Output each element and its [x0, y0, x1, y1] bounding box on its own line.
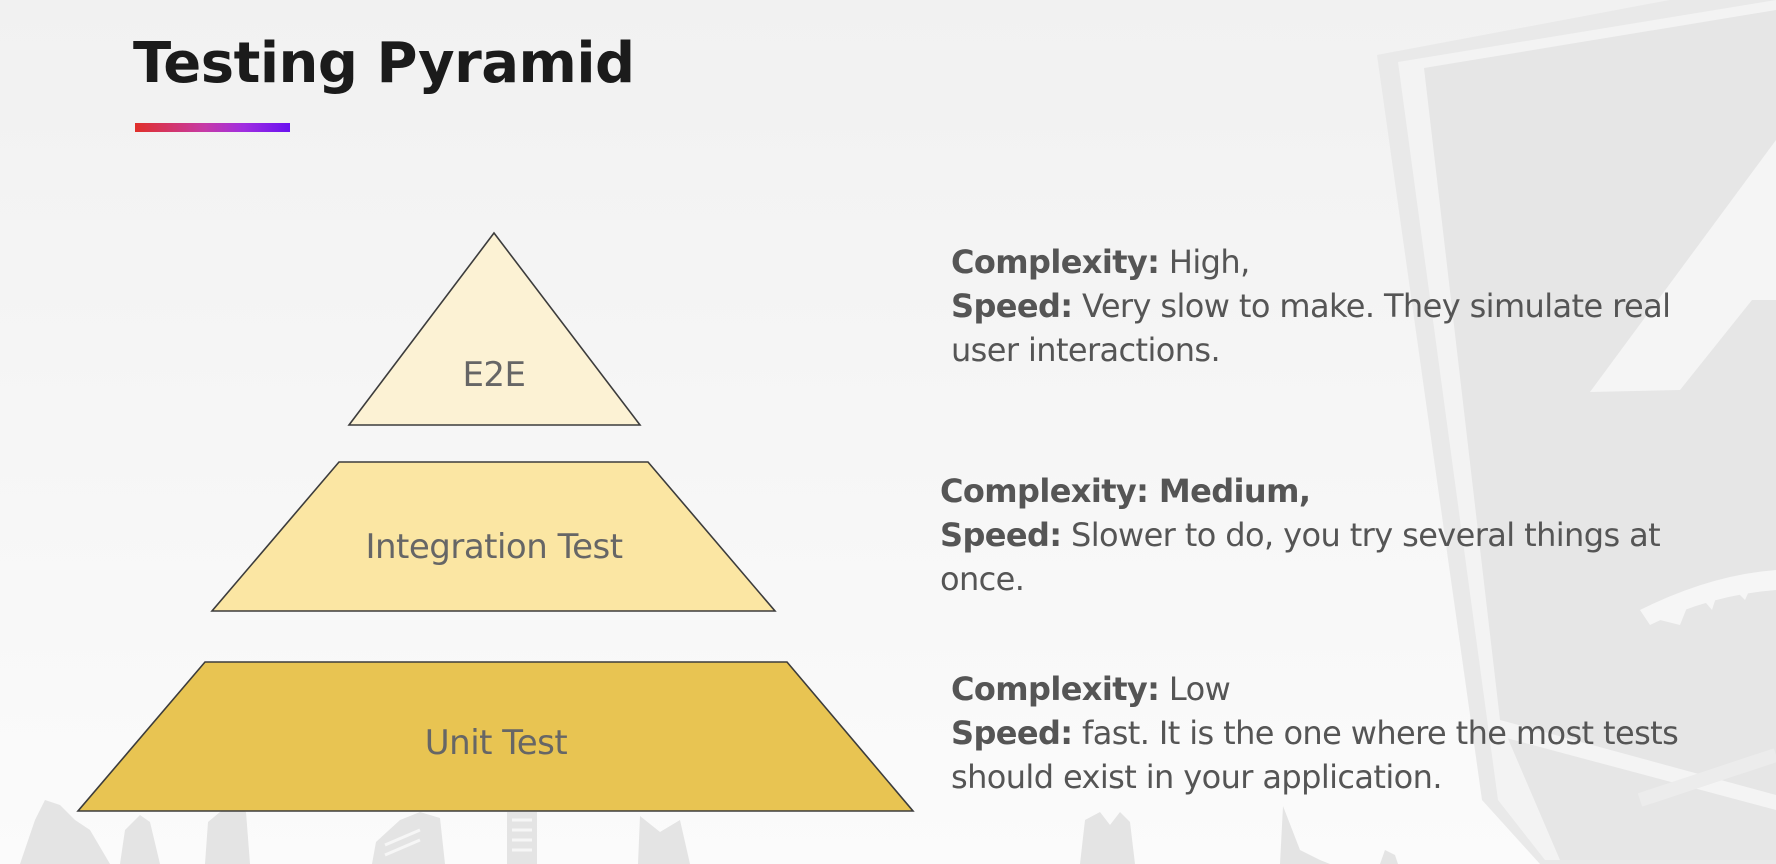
description-integration: Complexity: Medium, Speed: Slower to do,…	[940, 469, 1680, 601]
complexity-value: Medium,	[1148, 472, 1311, 510]
speed-value: fast. It is the one where the most tests	[1072, 714, 1679, 752]
description-e2e: Complexity: High, Speed: Very slow to ma…	[951, 240, 1691, 372]
pyramid-level-integration	[210, 461, 777, 612]
pyramid-label-integration: Integration Test	[365, 527, 623, 567]
complexity-label: Complexity:	[940, 472, 1149, 510]
speed-label: Speed:	[951, 287, 1073, 325]
complexity-line: Complexity: Medium,	[940, 469, 1680, 513]
pyramid-label-e2e: E2E	[462, 355, 526, 395]
complexity-line: Complexity: High,	[951, 240, 1691, 284]
speed-value: Very slow to make. They simulate real	[1072, 287, 1671, 325]
speed-value: Slower to do, you try several things at	[1061, 516, 1661, 554]
complexity-line: Complexity: Low	[951, 667, 1691, 711]
title-accent-underline	[135, 123, 290, 132]
slide-title: Testing Pyramid	[133, 31, 635, 96]
speed-line: Speed: fast. It is the one where the mos…	[951, 711, 1691, 755]
complexity-label: Complexity:	[951, 243, 1160, 281]
pyramid-level-unit	[76, 661, 915, 812]
speed-line: Speed: Slower to do, you try several thi…	[940, 513, 1680, 557]
description-unit: Complexity: Low Speed: fast. It is the o…	[951, 667, 1691, 799]
pyramid-level-e2e	[347, 231, 642, 426]
speed-label: Speed:	[940, 516, 1062, 554]
speed-value-continuation: once.	[940, 560, 1025, 598]
speed-line: Speed: Very slow to make. They simulate …	[951, 284, 1691, 328]
complexity-label: Complexity:	[951, 670, 1160, 708]
complexity-value: High,	[1159, 243, 1250, 281]
complexity-value: Low	[1159, 670, 1231, 708]
pyramid-label-unit: Unit Test	[424, 723, 568, 763]
speed-value-continuation: user interactions.	[951, 331, 1221, 369]
speed-label: Speed:	[951, 714, 1073, 752]
speed-value-continuation: should exist in your application.	[951, 758, 1442, 796]
